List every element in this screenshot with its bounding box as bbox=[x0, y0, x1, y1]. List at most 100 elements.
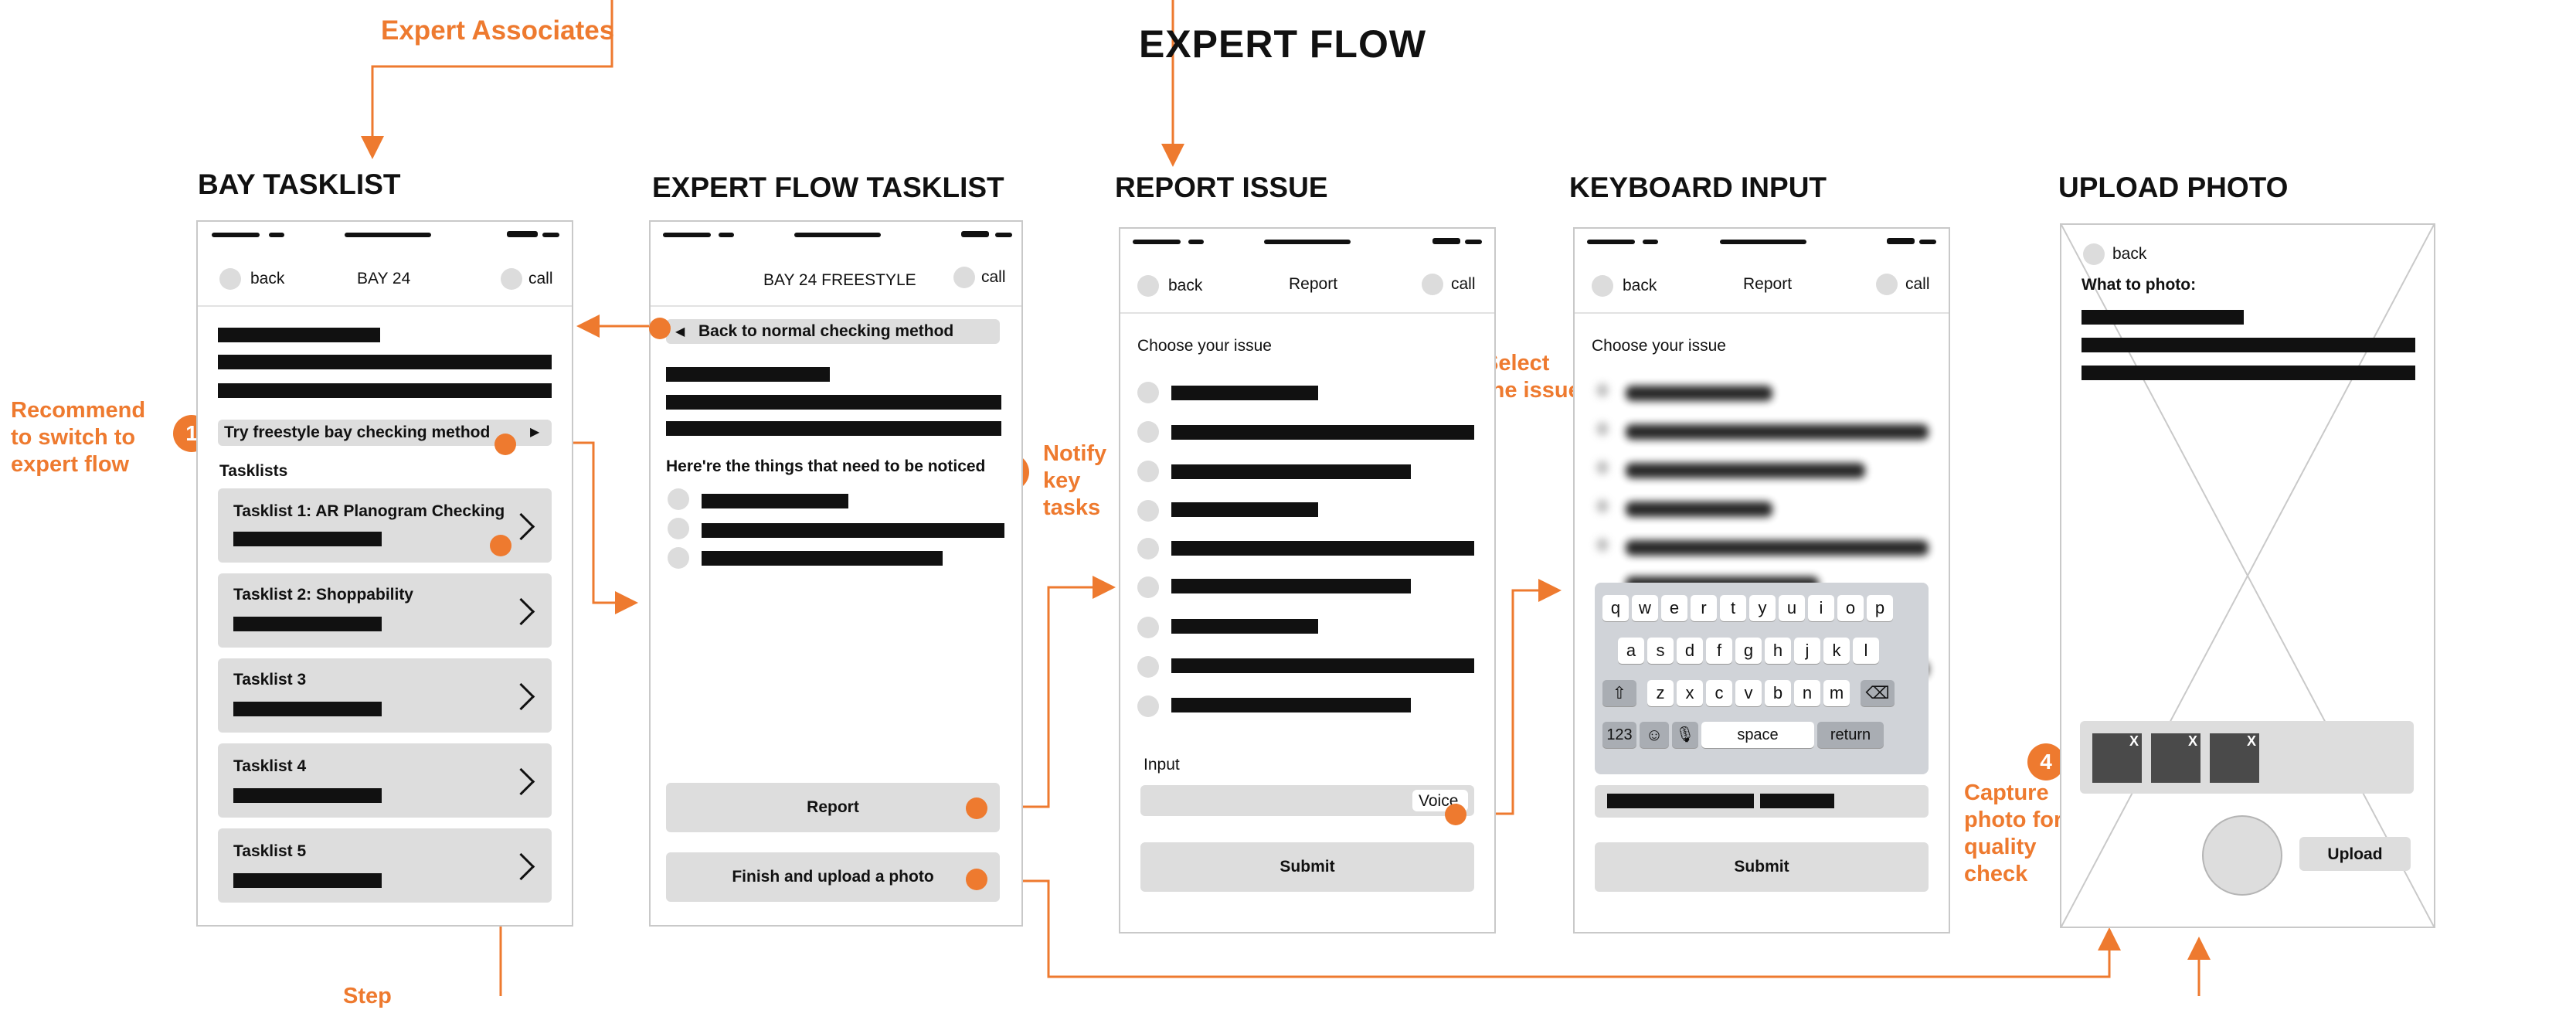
header-title: Report bbox=[1289, 275, 1338, 293]
phone-keyboard-input: back Report call Choose your issue q w e… bbox=[1573, 227, 1950, 933]
call-link[interactable]: call bbox=[1905, 275, 1930, 293]
key[interactable]: g bbox=[1735, 638, 1762, 664]
photo-thumbnail[interactable]: X bbox=[2151, 733, 2200, 783]
back-link[interactable]: back bbox=[250, 270, 285, 287]
tasklist-item-3[interactable]: Tasklist 3 bbox=[218, 658, 552, 733]
call-icon[interactable] bbox=[1422, 274, 1443, 295]
close-icon[interactable]: X bbox=[2187, 733, 2197, 749]
keyboard-row-3: ⇧ z x c v b n m ⌫ bbox=[1602, 680, 1927, 706]
back-icon[interactable] bbox=[1137, 275, 1159, 297]
keyboard: q w e r t y u i o p a s d f g h j k l ⇧ … bbox=[1595, 583, 1929, 774]
tasklist-item-5[interactable]: Tasklist 5 bbox=[218, 828, 552, 903]
notice-label: Here're the things that need to be notic… bbox=[666, 457, 986, 475]
close-icon[interactable]: X bbox=[2129, 733, 2139, 749]
key[interactable]: b bbox=[1765, 680, 1791, 706]
upload-button[interactable]: Upload bbox=[2299, 837, 2411, 871]
key[interactable]: o bbox=[1837, 595, 1864, 621]
try-freestyle-button[interactable]: Try freestyle bay checking method ▶ bbox=[218, 420, 552, 446]
submit-button[interactable]: Submit bbox=[1140, 842, 1474, 892]
call-link[interactable]: call bbox=[1451, 275, 1476, 293]
note-notify: Notify key tasks bbox=[1043, 441, 1107, 520]
close-icon[interactable]: X bbox=[2246, 733, 2256, 749]
arrow-expert-associates bbox=[361, 0, 613, 159]
input-field[interactable] bbox=[1595, 785, 1929, 818]
key[interactable]: v bbox=[1735, 680, 1762, 706]
key[interactable]: s bbox=[1647, 638, 1674, 664]
key[interactable]: u bbox=[1779, 595, 1805, 621]
key[interactable]: j bbox=[1794, 638, 1820, 664]
call-icon[interactable] bbox=[501, 268, 522, 290]
note-select: Select the issue bbox=[1483, 351, 1581, 403]
delete-key-icon[interactable]: ⌫ bbox=[1861, 680, 1895, 706]
back-link[interactable]: back bbox=[1168, 277, 1203, 294]
back-icon[interactable] bbox=[1592, 275, 1613, 297]
key[interactable]: l bbox=[1853, 638, 1879, 664]
key[interactable]: d bbox=[1677, 638, 1703, 664]
finish-upload-button[interactable]: Finish and upload a photo bbox=[666, 852, 1000, 902]
shutter-button[interactable] bbox=[2202, 815, 2282, 896]
key[interactable]: i bbox=[1808, 595, 1834, 621]
call-icon[interactable] bbox=[1876, 274, 1898, 295]
note-step: Step bbox=[343, 984, 392, 1008]
key[interactable]: y bbox=[1749, 595, 1776, 621]
key[interactable]: k bbox=[1823, 638, 1850, 664]
numbers-key[interactable]: 123 bbox=[1602, 722, 1636, 748]
key[interactable]: h bbox=[1765, 638, 1791, 664]
microphone-key-icon[interactable]: 🎙 bbox=[1672, 722, 1698, 748]
phone-report-issue: back Report call Choose your issue Input… bbox=[1119, 227, 1496, 933]
header-title: BAY 24 bbox=[357, 270, 411, 287]
space-key[interactable]: space bbox=[1701, 722, 1814, 748]
note-recommend: Recommend to switch to expert flow bbox=[11, 398, 146, 477]
title-report-issue: REPORT ISSUE bbox=[1115, 172, 1328, 203]
app-header: BAY 24 FREESTYLE call bbox=[651, 251, 1021, 307]
key[interactable]: q bbox=[1602, 595, 1629, 621]
call-link[interactable]: call bbox=[981, 268, 1006, 286]
back-to-normal-button[interactable]: ◀ Back to normal checking method bbox=[666, 319, 1000, 344]
key[interactable]: m bbox=[1823, 680, 1850, 706]
key[interactable]: f bbox=[1706, 638, 1732, 664]
key[interactable]: e bbox=[1661, 595, 1687, 621]
back-icon[interactable] bbox=[2083, 243, 2105, 265]
back-icon[interactable] bbox=[219, 268, 241, 290]
photo-thumbnail[interactable]: X bbox=[2210, 733, 2259, 783]
hotspot-dot bbox=[649, 318, 671, 339]
input-label: Input bbox=[1144, 756, 1180, 774]
note-capture: Capture photo for quality check bbox=[1964, 780, 2063, 886]
hotspot-dot bbox=[490, 535, 511, 556]
chevron-right-icon bbox=[507, 852, 535, 881]
hotspot-dot bbox=[1445, 804, 1466, 825]
back-link[interactable]: back bbox=[2112, 245, 2147, 263]
key[interactable]: c bbox=[1706, 680, 1732, 706]
back-link[interactable]: back bbox=[1623, 277, 1657, 294]
title-expert-tasklist: EXPERT FLOW TASKLIST bbox=[652, 172, 1004, 203]
key[interactable]: p bbox=[1867, 595, 1893, 621]
key[interactable]: n bbox=[1794, 680, 1820, 706]
tasklist-item-2[interactable]: Tasklist 2: Shoppability bbox=[218, 573, 552, 648]
status-bar bbox=[212, 233, 260, 237]
photo-thumbnail[interactable]: X bbox=[2092, 733, 2142, 783]
photo-thumbnail-strip: X X X bbox=[2080, 721, 2414, 794]
call-icon[interactable] bbox=[953, 267, 975, 288]
key[interactable]: w bbox=[1632, 595, 1658, 621]
emoji-key-icon[interactable]: ☺ bbox=[1640, 722, 1669, 748]
title-keyboard-input: KEYBOARD INPUT bbox=[1569, 172, 1827, 203]
header-title: BAY 24 FREESTYLE bbox=[763, 271, 916, 289]
key[interactable]: x bbox=[1677, 680, 1703, 706]
back-arrow-icon: ◀ bbox=[675, 325, 685, 338]
chevron-right-icon bbox=[507, 597, 535, 626]
key[interactable]: r bbox=[1691, 595, 1717, 621]
key[interactable]: t bbox=[1720, 595, 1746, 621]
return-key[interactable]: return bbox=[1817, 722, 1884, 748]
hotspot-dot bbox=[966, 869, 987, 890]
title-bay-tasklist: BAY TASKLIST bbox=[198, 168, 401, 200]
call-link[interactable]: call bbox=[528, 270, 553, 287]
title-upload-photo: UPLOAD PHOTO bbox=[2058, 172, 2289, 203]
phone-expert-tasklist: BAY 24 FREESTYLE call ◀ Back to normal c… bbox=[649, 220, 1023, 927]
key[interactable]: a bbox=[1618, 638, 1644, 664]
what-to-photo-label: What to photo: bbox=[2082, 276, 2197, 294]
submit-button[interactable]: Submit bbox=[1595, 842, 1929, 892]
shift-key-icon[interactable]: ⇧ bbox=[1602, 680, 1636, 706]
tasklist-item-4[interactable]: Tasklist 4 bbox=[218, 743, 552, 818]
key[interactable]: z bbox=[1647, 680, 1674, 706]
report-button[interactable]: Report bbox=[666, 783, 1000, 832]
